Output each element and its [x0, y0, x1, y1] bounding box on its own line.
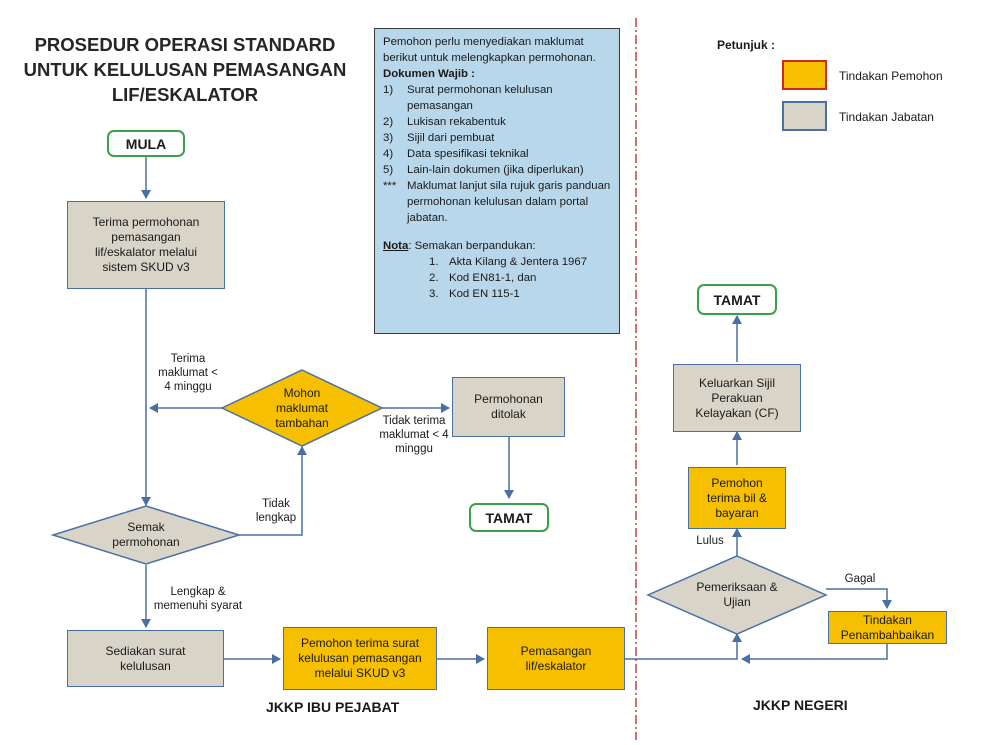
label-gagal: Gagal — [844, 573, 876, 585]
end-terminal-rejected: TAMAT — [469, 503, 549, 532]
start-terminal: MULA — [107, 130, 185, 157]
ref-number: 3. — [429, 288, 439, 300]
process-permohonan-ditolak: Permohonan ditolak — [452, 377, 565, 437]
legend-label-pemohon: Tindakan Pemohon — [839, 69, 943, 83]
note-doc-item: 4) Data spesifikasi teknikal — [383, 146, 611, 162]
doc-number: 2) — [383, 116, 394, 128]
mohon-diamond-shape — [220, 369, 384, 447]
requirements-note: Pemohon perlu menyediakan maklumat berik… — [374, 28, 620, 334]
doc-text: Data spesifikasi teknikal — [407, 148, 529, 160]
note-nota: Nota: Semakan berpandukan: — [383, 238, 611, 254]
doc-number: 4) — [383, 148, 394, 160]
page-title: PROSEDUR OPERASI STANDARD UNTUK KELULUSA… — [20, 32, 350, 107]
decision-mohon-maklumat: Mohon maklumat tambahan — [275, 385, 329, 430]
doc-number: 1) — [383, 84, 394, 96]
note-doc-item: 2) Lukisan rekabentuk — [383, 114, 611, 130]
doc-text: Lukisan rekabentuk — [407, 116, 506, 128]
note-ref-item: 3. Kod EN 115-1 — [383, 286, 611, 302]
nota-label: Nota — [383, 240, 409, 252]
doc-text: Maklumat lanjut sila rujuk garis panduan… — [407, 180, 611, 224]
ref-text: Kod EN81-1, dan — [449, 272, 537, 284]
doc-number: 3) — [383, 132, 394, 144]
decision-pemeriksaan-ujian: Pemeriksaan & Ujian — [696, 580, 778, 609]
ref-text: Kod EN 115-1 — [449, 288, 520, 300]
note-doc-item: 3) Sijil dari pembuat — [383, 130, 611, 146]
end-terminal-certified: TAMAT — [697, 284, 777, 315]
process-pemasangan: Pemasangan lif/eskalator — [487, 627, 625, 690]
legend-title: Petunjuk : — [717, 38, 776, 52]
process-sediakan-surat: Sediakan surat kelulusan — [67, 630, 224, 687]
ref-number: 2. — [429, 272, 439, 284]
doc-text: Sijil dari pembuat — [407, 132, 495, 144]
decision-semak-permohonan: Semak permohonan — [112, 520, 180, 549]
note-doc-heading: Dokumen Wajib : — [383, 68, 475, 80]
ref-number: 1. — [429, 256, 439, 268]
process-pemohon-terima-surat: Pemohon terima surat kelulusan pemasanga… — [283, 627, 437, 690]
pemeriksaan-diamond-shape — [646, 555, 828, 635]
section-jkkp-negeri: JKKP NEGERI — [753, 697, 848, 713]
label-lulus: Lulus — [696, 535, 724, 547]
label-terima-maklumat: Terima maklumat < 4 minggu — [158, 353, 218, 393]
doc-text: Surat permohonan kelulusan pemasangan — [407, 84, 553, 112]
title-line: PROSEDUR OPERASI STANDARD — [34, 34, 336, 55]
title-line: LIF/ESKALATOR — [111, 84, 259, 105]
legend-label-jabatan: Tindakan Jabatan — [839, 110, 934, 124]
section-jkkp-ibu-pejabat: JKKP IBU PEJABAT — [266, 699, 400, 715]
title-line: UNTUK KELULUSAN PEMASANGAN — [23, 59, 347, 80]
process-terima-permohonan: Terima permohonan pemasangan lif/eskalat… — [67, 201, 225, 289]
process-tindakan-penambahbaikan: Tindakan Penambahbaikan — [828, 611, 947, 644]
process-keluarkan-sijil: Keluarkan Sijil Perakuan Kelayakan (CF) — [673, 364, 801, 432]
note-ref-item: 1. Akta Kilang & Jentera 1967 — [383, 254, 611, 270]
note-ref-item: 2. Kod EN81-1, dan — [383, 270, 611, 286]
ref-text: Akta Kilang & Jentera 1967 — [449, 256, 588, 268]
nota-text: : Semakan berpandukan: — [408, 240, 536, 252]
note-doc-item: 1) Surat permohonan kelulusan pemasangan — [383, 82, 611, 114]
note-intro: Pemohon perlu menyediakan maklumat berik… — [383, 36, 596, 64]
doc-number: *** — [383, 180, 397, 192]
label-tidak-terima: Tidak terima maklumat < 4 minggu — [379, 415, 449, 455]
legend-swatch-pemohon — [782, 60, 827, 90]
doc-text: Lain-lain dokumen (jika diperlukan) — [407, 164, 584, 176]
doc-number: 5) — [383, 164, 394, 176]
legend-swatch-jabatan — [782, 101, 827, 131]
label-tidak-lengkap: Tidak lengkap — [255, 498, 297, 524]
process-pemohon-bil: Pemohon terima bil & bayaran — [688, 467, 786, 529]
semak-diamond-shape — [50, 505, 242, 565]
label-lengkap: Lengkap & memenuhi syarat — [153, 586, 243, 612]
note-doc-item: 5) Lain-lain dokumen (jika diperlukan) — [383, 162, 611, 178]
note-doc-item: *** Maklumat lanjut sila rujuk garis pand… — [383, 178, 611, 226]
